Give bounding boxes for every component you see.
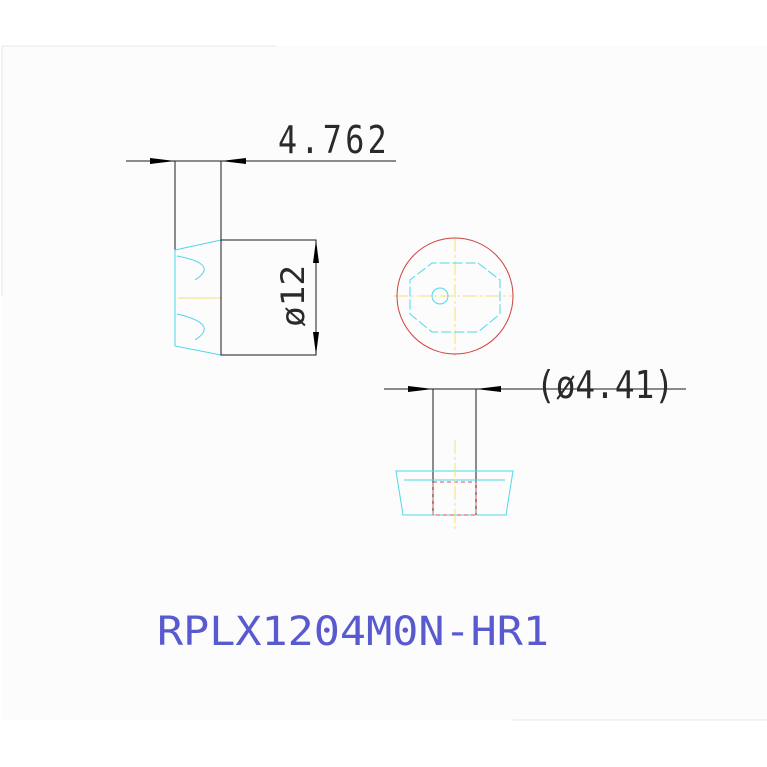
insert-chipbreaker-curve-top	[176, 255, 205, 281]
width-dimension-label: 4.762	[278, 118, 390, 162]
side-view: 4.762 ø12	[126, 118, 396, 356]
top-view	[394, 237, 514, 356]
section-view: (ø4.41)	[384, 363, 686, 530]
insert-outer-circle	[396, 237, 514, 355]
hole-arrow-left	[408, 386, 433, 392]
hole-dimension-label: (ø4.41)	[536, 363, 674, 407]
diameter-arrow-top	[313, 240, 319, 263]
insert-chipbreaker-curve-bottom	[176, 313, 205, 341]
hole-arrow-right	[476, 386, 501, 392]
width-arrow-left	[150, 158, 175, 164]
diameter-dimension-label: ø12	[274, 265, 312, 327]
insert-section-profile	[395, 470, 514, 516]
diameter-arrow-bottom	[313, 332, 319, 355]
insert-octagon-profile	[409, 262, 501, 333]
width-arrow-right	[221, 158, 246, 164]
drawing-sheet	[2, 46, 767, 720]
insert-center-hole	[431, 287, 449, 305]
part-number-title: RPLX1204M0N-HR1	[157, 609, 549, 655]
